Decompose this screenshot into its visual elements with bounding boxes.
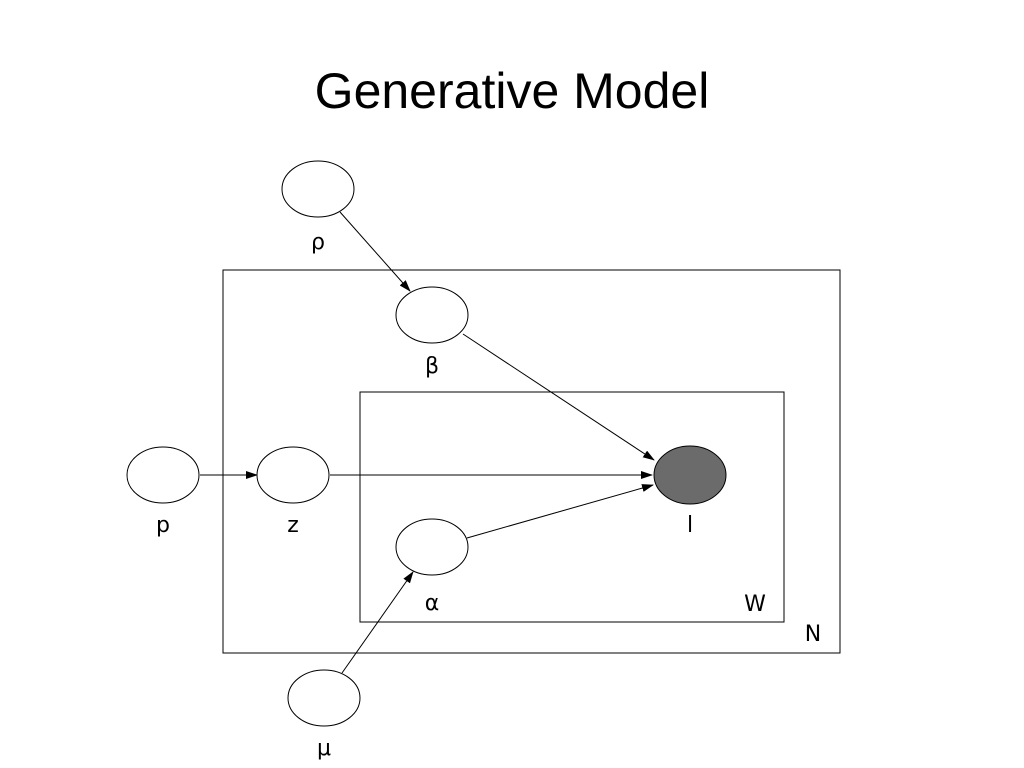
page-title: Generative Model [314,63,710,119]
edge-beta-l [462,333,655,461]
node-alpha [395,518,469,576]
label-alpha: α [425,591,440,616]
label-p: p [156,513,170,538]
edge-mu-alpha [341,571,414,674]
plate-label-w: W [744,592,766,617]
edge-rho-beta [339,211,411,292]
node-rho [281,160,355,218]
node-l-observed [653,445,727,505]
label-z: z [287,513,299,538]
node-p [126,446,200,504]
plate-label-n: N [805,622,821,647]
plate-w [359,391,785,623]
label-rho: ρ [311,230,325,255]
node-z [256,446,330,504]
label-l: l [687,513,693,538]
edge-alpha-l [466,484,654,539]
label-beta: β [425,354,439,379]
label-mu: μ [317,736,331,761]
plate-n [222,269,841,654]
node-mu [287,669,361,727]
node-beta [395,286,469,344]
